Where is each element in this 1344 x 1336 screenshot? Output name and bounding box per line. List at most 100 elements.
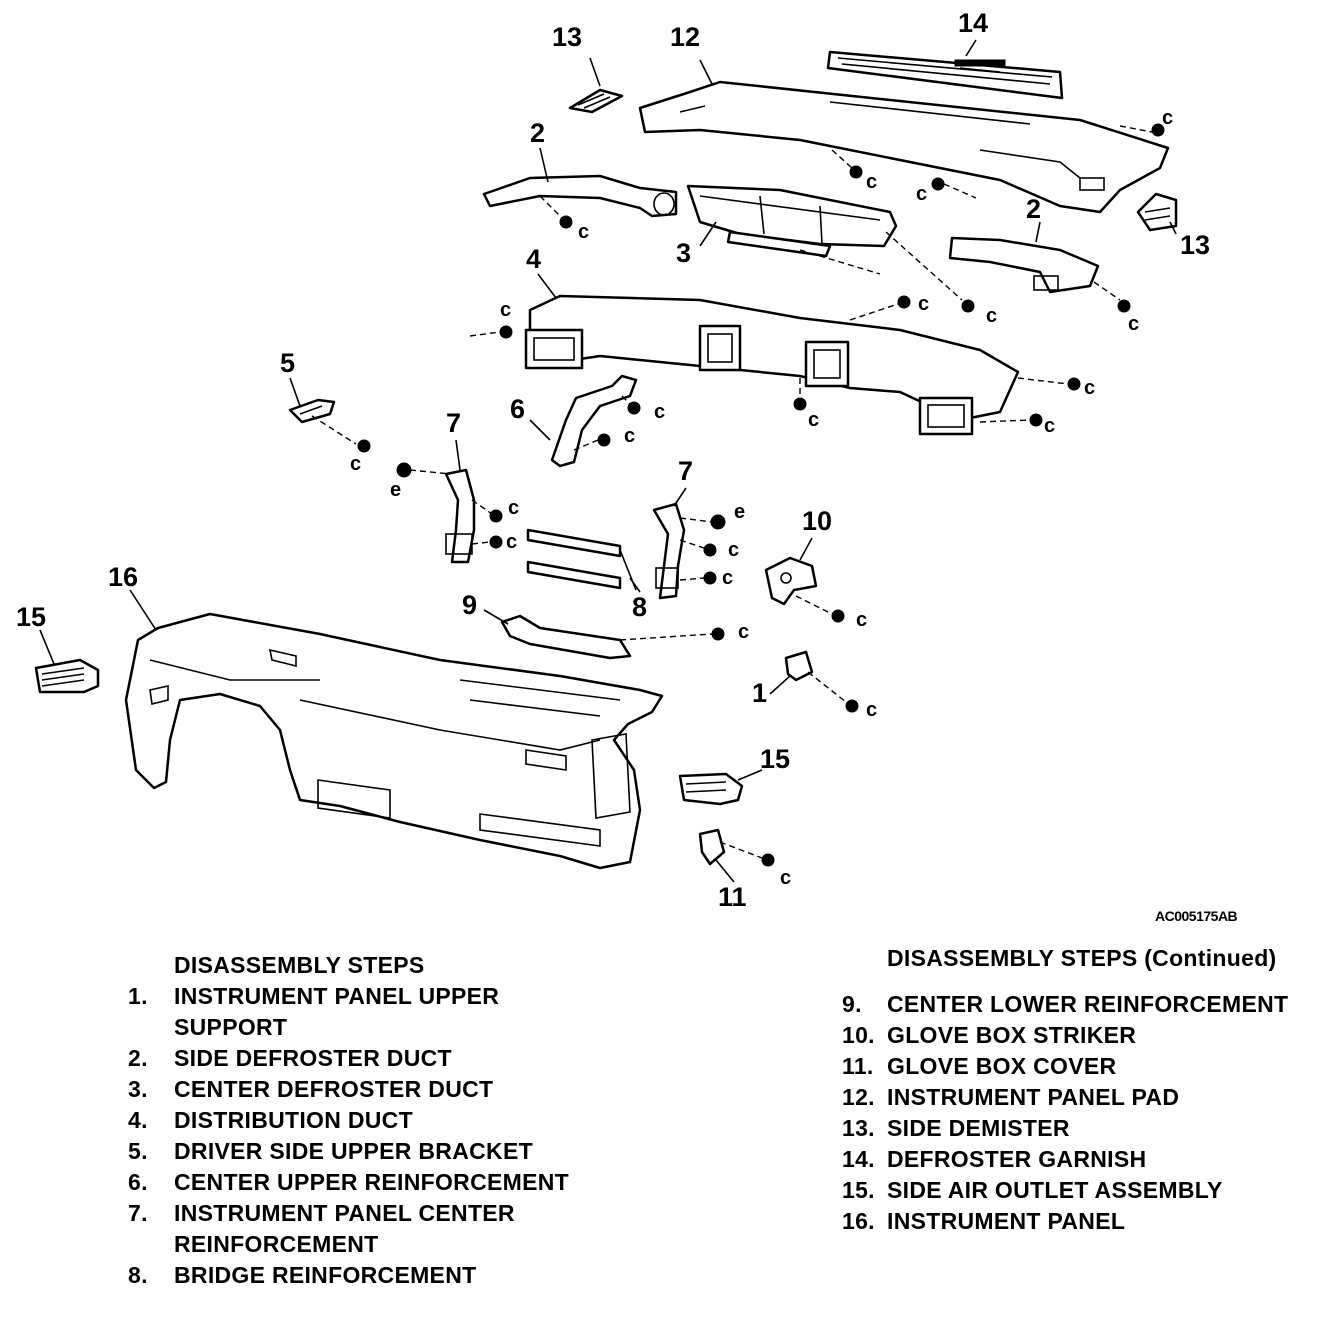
step-item: 10. GLOVE BOX STRIKER [842,1020,1337,1051]
step-number: 1. [128,983,148,1009]
leader-lines [39,39,1177,883]
step-text: INSTRUMENT PANEL UPPER SUPPORT [174,983,500,1040]
callout-7: 7 [446,408,461,438]
part-defroster-garnish [826,50,1064,100]
callout-1: 1 [752,678,767,708]
step-text: GLOVE BOX COVER [887,1053,1117,1079]
steps-heading-continued: DISASSEMBLY STEPS (Continued) [887,945,1277,971]
callout-16: 16 [108,562,138,592]
part-center-defroster-duct [686,184,898,258]
callout-11: 11 [718,882,747,912]
fastener-label-c: c [780,867,791,889]
step-number: 7. [128,1200,148,1226]
step-text: DEFROSTER GARNISH [887,1146,1147,1172]
callout-12: 12 [670,22,700,52]
part-center-reinforcement-left [444,468,476,564]
step-text: CENTER DEFROSTER DUCT [174,1076,494,1102]
fastener-label-e: e [390,479,401,501]
callout-15: 15 [16,602,46,632]
fastener-label-c: c [1162,107,1173,129]
step-text: BRIDGE REINFORCEMENT [174,1262,477,1288]
fastener-label-c: c [508,497,519,519]
fastener-label-c: c [866,699,877,721]
fastener-label-c: c [500,299,511,321]
callout-2: 2 [530,118,545,148]
callout-8: 8 [632,592,647,622]
step-text: SIDE AIR OUTLET ASSEMBLY [887,1177,1223,1203]
step-item: 1. INSTRUMENT PANEL UPPER SUPPORT [128,981,598,1043]
step-item: 12. INSTRUMENT PANEL PAD [842,1082,1337,1113]
step-number: 14. [842,1146,875,1172]
fastener-label-c: c [654,401,665,423]
step-item: 6. CENTER UPPER REINFORCEMENT [128,1167,598,1198]
part-center-lower-reinforcement [500,614,632,660]
part-bridge-reinforcement [526,528,637,591]
part-distribution-duct [524,294,1020,436]
fastener-label-c: c [916,183,927,205]
fastener-label-c: c [1084,377,1095,399]
part-center-upper-reinforcement [550,374,638,468]
callout-9: 9 [462,590,477,620]
part-side-air-outlet-right [678,772,744,806]
step-text: SIDE DEMISTER [887,1115,1070,1141]
step-item: 5. DRIVER SIDE UPPER BRACKET [128,1136,598,1167]
fastener-label-c: c [738,621,749,643]
step-number: 10. [842,1022,875,1048]
disassembly-steps-right: DISASSEMBLY STEPS (Continued) 9. CENTER … [842,943,1337,1237]
steps-heading: DISASSEMBLY STEPS [174,952,425,978]
part-glove-box-striker [764,556,818,606]
callout-3: 3 [676,238,691,268]
fastener-label-c: c [866,171,877,193]
step-item: 11. GLOVE BOX COVER [842,1051,1337,1082]
callout-6: 6 [510,394,525,424]
fastener-label-c: c [918,293,929,315]
part-side-defroster-duct-left [482,174,678,218]
step-text: CENTER LOWER REINFORCEMENT [887,991,1289,1017]
step-item: 4. DISTRIBUTION DUCT [128,1105,598,1136]
callout-14: 14 [958,8,988,38]
step-number: 9. [842,991,862,1017]
step-number: 13. [842,1115,875,1141]
fastener-label-c: c [986,305,997,327]
callout-13: 13 [552,22,582,52]
fastener-label-c: c [722,567,733,589]
fastener-label-c: c [728,539,739,561]
step-item: 2. SIDE DEFROSTER DUCT [128,1043,598,1074]
callout-13: 13 [1180,230,1210,260]
step-text: DISTRIBUTION DUCT [174,1107,413,1133]
fastener-label-e: e [734,501,745,523]
step-item: 15. SIDE AIR OUTLET ASSEMBLY [842,1175,1337,1206]
step-number: 2. [128,1045,148,1071]
fastener-label-c: c [1044,415,1055,437]
disassembly-steps-left: DISASSEMBLY STEPS 1. INSTRUMENT PANEL UP… [128,950,598,1291]
step-number: 5. [128,1138,148,1164]
exploded-view-diagram: 13 12 14 2 2 13 3 4 5 6 7 7 10 8 9 16 15… [16,8,1210,912]
step-item: 9. CENTER LOWER REINFORCEMENT [842,989,1337,1020]
step-item: 14. DEFROSTER GARNISH [842,1144,1337,1175]
figure-reference-id: AC005175AB [1155,908,1238,924]
step-item: 8. BRIDGE REINFORCEMENT [128,1260,598,1291]
part-side-demister-right [1136,192,1178,232]
part-side-defroster-duct-right [948,236,1100,294]
step-item: 13. SIDE DEMISTER [842,1113,1337,1144]
step-number: 12. [842,1084,875,1110]
callout-5: 5 [280,348,295,378]
step-text: SIDE DEFROSTER DUCT [174,1045,452,1071]
part-instrument-panel [124,612,664,870]
fastener-label-c: c [624,425,635,447]
part-center-reinforcement-right [652,502,686,600]
step-item: 7. INSTRUMENT PANEL CENTER REINFORCEMENT [128,1198,598,1260]
step-number: 6. [128,1169,148,1195]
step-number: 8. [128,1262,148,1288]
fastener-label-c: c [808,409,819,431]
step-text: INSTRUMENT PANEL CENTER REINFORCEMENT [174,1200,515,1257]
callout-2: 2 [1026,194,1041,224]
step-number: 3. [128,1076,148,1102]
callout-15: 15 [760,744,790,774]
step-text: GLOVE BOX STRIKER [887,1022,1137,1048]
step-text: INSTRUMENT PANEL [887,1208,1126,1234]
callout-10: 10 [802,506,832,536]
step-number: 4. [128,1107,148,1133]
step-number: 11. [842,1053,874,1079]
fastener-label-c: c [578,221,589,243]
